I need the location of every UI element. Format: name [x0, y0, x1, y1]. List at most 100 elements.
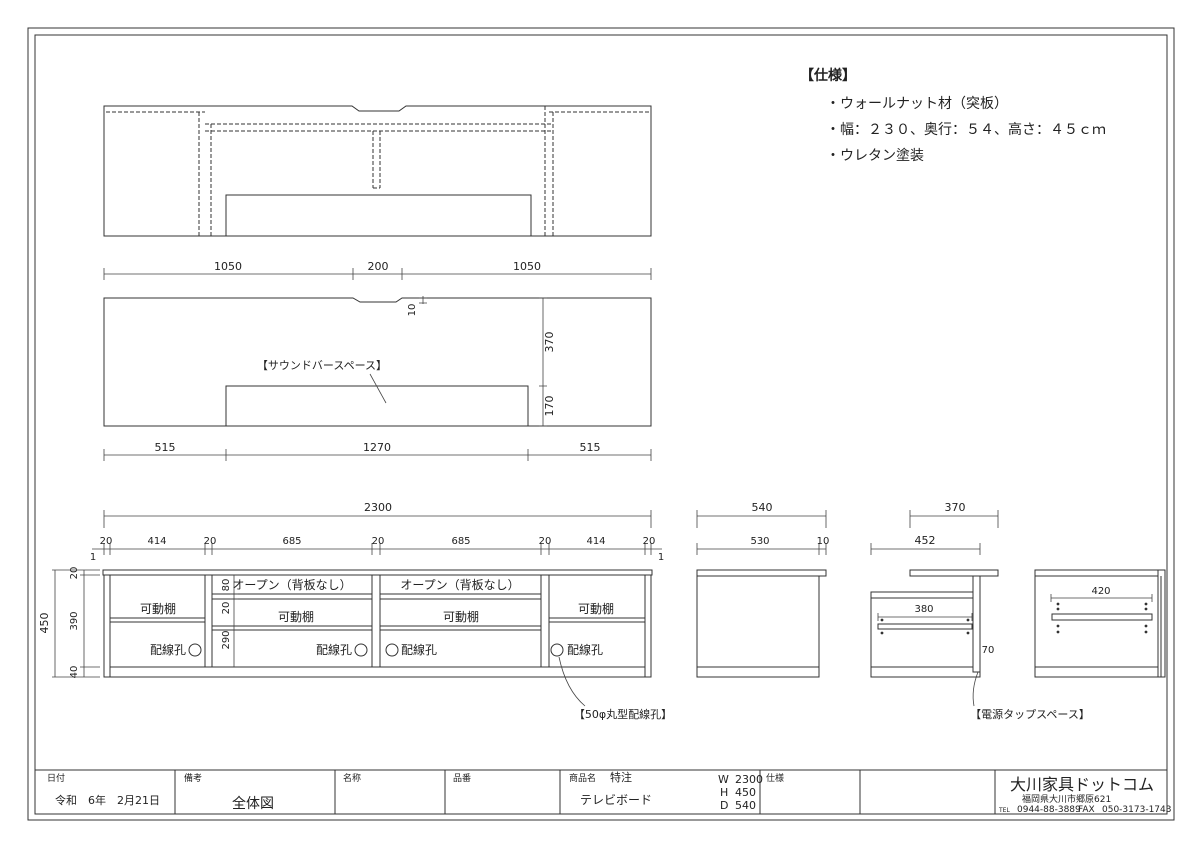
- shelf-pin: [1144, 607, 1148, 611]
- front-view: 1050 200 1050 10 370 170 【サウンドバースペース】 51…: [103, 260, 652, 461]
- shelf-label-right: 可動棚: [578, 601, 614, 616]
- outer-border: [27, 27, 1175, 821]
- section-top-board: [909, 569, 999, 577]
- rear-shelf-dim: 420: [1091, 586, 1110, 597]
- front-notch-dim: 10: [407, 304, 418, 317]
- cable-hole-right: [550, 643, 564, 657]
- side-dim-overall-line: [696, 510, 827, 528]
- date-label: 日付: [47, 773, 65, 784]
- cable-hole-label-center-right: 配線孔: [401, 642, 437, 657]
- elevation-dim-height: 450: [38, 613, 51, 634]
- section-inner-lines: [871, 597, 973, 668]
- front-dim-top-center: 200: [368, 260, 389, 273]
- front-dim-bottom-left: 515: [155, 441, 176, 454]
- front-dim-right-upper: 370: [543, 332, 556, 353]
- part-no-label: 品番: [453, 772, 471, 784]
- date-value: 令和 6年 2月21日: [55, 793, 160, 807]
- open-label-right: オープン（背板なし）: [400, 578, 519, 592]
- elevation-dim-height-line: [52, 569, 100, 678]
- dim-seg-center-left-bay: 685: [282, 536, 301, 547]
- product-note: 特注: [610, 770, 632, 784]
- front-dim-top-right: 1050: [513, 260, 541, 273]
- dim-seg-divider-2: 20: [372, 536, 385, 547]
- cable-hole-note: 【50φ丸型配線孔】: [574, 707, 672, 721]
- rear-outline: [1034, 569, 1166, 678]
- front-notch-dim-line: [419, 296, 427, 304]
- name-label: 名称: [343, 772, 361, 784]
- shelf-center-left: [211, 625, 373, 631]
- tap-note: 【電源タップスペース】: [970, 707, 1090, 721]
- tap-leader-line: [972, 671, 979, 707]
- cable-hole-center-right: [385, 643, 399, 657]
- section-shelf-dim-line: [877, 613, 973, 621]
- dim-seg-left-bay: 414: [147, 536, 166, 547]
- shelf-center-right: [379, 625, 542, 631]
- spec-block: 【仕様】 ・ウォールナット材（突板） ・幅：２３０、奥行：５４、高さ：４５ｃｍ …: [800, 67, 1106, 164]
- dim-seg-left-side: 20: [100, 536, 113, 547]
- inner-border: [34, 34, 1168, 815]
- elevation-dim-inner-line: [230, 575, 238, 667]
- front-outline: [103, 297, 652, 427]
- plan-view: [103, 105, 652, 237]
- dim-seg-right-side: 20: [643, 536, 656, 547]
- dim-seg-right-bay: 414: [586, 536, 605, 547]
- section-shelf-dim: 380: [914, 604, 933, 615]
- open-label-left: オープン（背板なし）: [232, 578, 351, 592]
- fixed-shelf-center-right: [379, 593, 542, 600]
- dim-left-body: 390: [69, 611, 80, 630]
- dim-seg-divider-3: 20: [539, 536, 552, 547]
- shelf-left: [109, 617, 206, 623]
- front-dim-top-left: 1050: [214, 260, 242, 273]
- company-name: 大川家具ドットコム: [1010, 775, 1154, 794]
- product-label: 商品名: [569, 772, 596, 784]
- rear-view: 420: [1034, 569, 1166, 678]
- side-dim-parts-line: [696, 543, 827, 555]
- size-axis-d: D: [720, 799, 728, 812]
- shelf-pin: [966, 631, 970, 635]
- rear-inner-lines: [1035, 570, 1162, 677]
- dim-inner-open: 80: [221, 579, 232, 592]
- spec-item-finish: ・ウレタン塗装: [826, 147, 924, 164]
- shelf-pin: [1056, 607, 1060, 611]
- cable-hole-left: [188, 643, 202, 657]
- section-dim-body: 452: [915, 534, 936, 547]
- remarks-value: 全体図: [232, 795, 274, 812]
- front-dim-bottom-right: 515: [580, 441, 601, 454]
- shelf-pin: [1144, 624, 1148, 628]
- rear-shelf: [1051, 613, 1153, 621]
- size-axis-w: W: [718, 773, 729, 786]
- spec-heading: 【仕様】: [800, 67, 856, 84]
- spec-item-size: ・幅：２３０、奥行：５４、高さ：４５ｃｍ: [826, 121, 1106, 138]
- side-dim-overhang: 10: [817, 536, 830, 547]
- spec-label: 仕様: [766, 772, 784, 784]
- title-block-grid: [35, 769, 1167, 814]
- shelf-pin: [1056, 630, 1060, 634]
- fixed-shelf-center-left: [211, 593, 373, 600]
- elevation-dim-overall: 2300: [364, 501, 392, 514]
- title-block: 日付 令和 6年 2月21日 備考 全体図 名称 品番 商品名 特注 テレビボー…: [35, 769, 1171, 815]
- section-dim-body-line: [870, 543, 981, 555]
- product-name: テレビボード: [580, 793, 652, 807]
- cabinet-body: [103, 574, 652, 678]
- front-dim-right-line: [539, 297, 547, 427]
- dim-overhang-left: 1: [90, 552, 96, 563]
- fax-number: 050-3173-1743: [1102, 805, 1171, 815]
- spec-item-material: ・ウォールナット材（突板）: [826, 96, 1008, 112]
- top-board: [102, 569, 653, 576]
- shelf-pin: [1144, 602, 1148, 606]
- plan-hidden-lines: [106, 106, 649, 236]
- rear-shelf-dim-line: [1050, 594, 1153, 602]
- section-back-panel: [972, 575, 981, 673]
- shelf-pin: [880, 631, 884, 635]
- dim-inner-shelf: 20: [221, 602, 232, 615]
- shelf-label-center-left: 可動棚: [278, 609, 314, 624]
- cable-hole-label-center-left: 配線孔: [316, 642, 352, 657]
- shelf-pin: [966, 618, 970, 622]
- dim-overhang-right: 1: [658, 552, 664, 563]
- cable-hole-center-left: [354, 643, 368, 657]
- soundbar-leader-line: [369, 373, 387, 404]
- tel-label: TEL: [998, 807, 1010, 814]
- size-value-w: 2300: [735, 773, 763, 786]
